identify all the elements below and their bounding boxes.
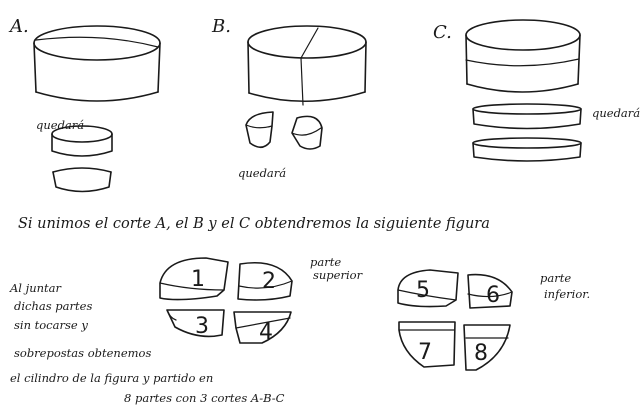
- result-c-pieces: [472, 103, 582, 162]
- cylinder-a: [33, 25, 161, 102]
- piece-number-2: 2: [262, 269, 276, 294]
- cut-line-a: [35, 36, 159, 48]
- parte-superior-label: parte superior: [310, 255, 364, 282]
- piece-number-5: 5: [416, 278, 430, 303]
- svg-text:sobrepostas obtenemos: sobrepostas obtenemos: [14, 346, 151, 360]
- svg-text:8 partes con 3 cortes A-B-C: 8 partes con 3 cortes A-B-C: [124, 391, 285, 405]
- quedara-a: quedará: [36, 118, 84, 132]
- cylinder-b: [247, 25, 367, 106]
- svg-text:dichas partes: dichas partes: [14, 299, 92, 313]
- piece-number-1: 1: [191, 267, 205, 292]
- upper-part-pieces: [159, 257, 293, 344]
- explanation-text: Al juntar dichas partes sin tocarse y so…: [9, 281, 285, 405]
- lower-part-pieces: [397, 269, 513, 371]
- cut-line-b: [300, 27, 319, 106]
- svg-text:el cilindro de la figura y par: el cilindro de la figura y partido en: [10, 371, 213, 385]
- piece-number-6: 6: [486, 283, 500, 308]
- conclusion-sentence: Si unimos el corte A, el B y el C obtend…: [18, 216, 490, 232]
- result-a-pieces: [51, 125, 113, 193]
- label-b: B.: [211, 16, 231, 37]
- piece-number-8: 8: [474, 341, 488, 366]
- svg-text:parte: parte: [310, 255, 341, 269]
- result-b-pieces: [245, 111, 323, 150]
- parte-inferior-label: parte inferior.: [540, 271, 590, 301]
- label-c: C.: [433, 22, 452, 43]
- cut-line-c: [465, 58, 580, 67]
- svg-text:parte: parte: [540, 271, 571, 285]
- cylinder-c: [465, 19, 581, 93]
- svg-text:sin tocarse y: sin tocarse y: [14, 318, 88, 332]
- piece-number-3: 3: [195, 314, 209, 339]
- svg-text:Al juntar: Al juntar: [9, 281, 62, 295]
- piece-number-4: 4: [259, 320, 273, 345]
- quedara-c: quedará: [592, 106, 640, 120]
- piece-number-7: 7: [418, 340, 432, 365]
- svg-text:superior: superior: [313, 268, 364, 282]
- svg-text:inferior.: inferior.: [544, 287, 590, 301]
- label-a: A.: [8, 16, 29, 37]
- quedara-b: quedará: [238, 166, 286, 180]
